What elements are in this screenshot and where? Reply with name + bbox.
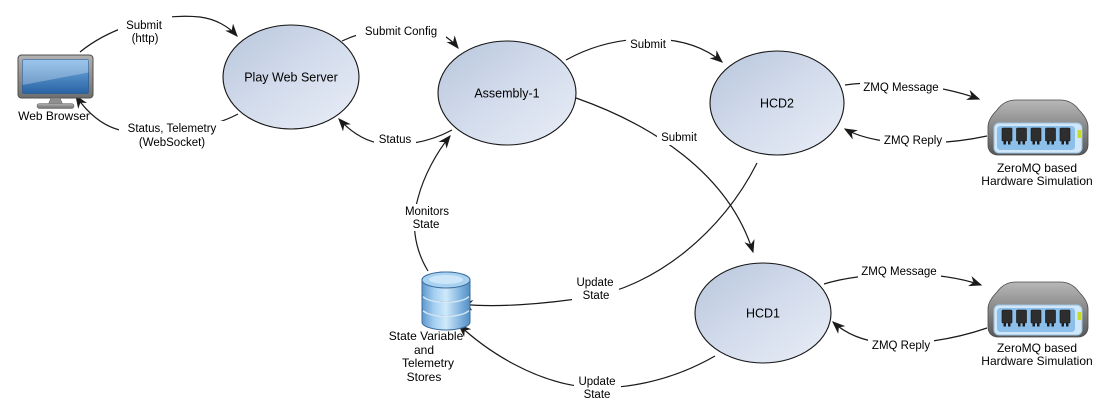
node-assembly-1 (437, 40, 577, 146)
edge-label-status-telemetry-1: Status, Telemetry (128, 123, 217, 135)
edge-label-monitors-state-1: Monitors (405, 206, 449, 218)
label-state-store-2: and (414, 343, 434, 357)
database-icon (421, 271, 471, 331)
database-highlight-1 (422, 295, 470, 304)
node-labels: Play Web Server Assembly-1 HCD2 HCD1 Web… (18, 70, 1093, 384)
database-highlight-2 (422, 309, 470, 318)
monitor-stand (48, 97, 63, 105)
label-hcd1: HCD1 (746, 306, 780, 320)
monitor-screen-gloss (22, 59, 89, 85)
edge-monitors-state (413, 134, 451, 272)
edge-label-update-state-hcd2-2: State (583, 290, 610, 302)
database-top-gloss (429, 275, 463, 284)
edge-label-status-telemetry-2: (WebSocket) (139, 137, 205, 149)
label-zeromq-top-1: ZeroMQ based (997, 161, 1077, 175)
label-state-store-1: State Variable (389, 329, 464, 343)
label-zeromq-bottom-1: ZeroMQ based (997, 341, 1077, 355)
node-hcd1 (694, 262, 832, 364)
zeromq-server-icon-top (987, 99, 1089, 156)
edge-submit-hcd1 (575, 97, 755, 254)
label-zeromq-bottom-2: Hardware Simulation (981, 354, 1092, 368)
label-play-web-server: Play Web Server (244, 70, 338, 84)
label-state-store-3: Telemetry (402, 356, 454, 370)
label-hcd2: HCD2 (760, 96, 794, 110)
edge-label-zmq-reply-bottom: ZMQ Reply (872, 340, 930, 352)
node-hcd2 (709, 50, 845, 156)
edge-label-submit-config: Submit Config (365, 26, 437, 38)
node-play-web-server (222, 24, 360, 130)
edge-label-submit-http-2: (http) (132, 33, 159, 45)
edge-label-submit-hcd2: Submit (630, 39, 667, 51)
edge-label-zmq-message-bottom: ZMQ Message (861, 266, 936, 278)
label-zeromq-top-2: Hardware Simulation (981, 174, 1092, 188)
label-state-store-4: Stores (407, 370, 442, 384)
edge-label-submit-http-1: Submit (126, 20, 163, 32)
edge-label-update-state-hcd1-2: State (584, 389, 611, 401)
edge-label-submit-hcd1: Submit (661, 132, 698, 144)
edge-label-update-state-hcd1-1: Update (578, 376, 615, 388)
monitor-base (36, 103, 75, 109)
edge-label-zmq-message-top: ZMQ Message (863, 82, 938, 94)
web-browser-monitor-icon (17, 54, 94, 109)
edge-label-update-state-hcd2-1: Update (576, 277, 613, 289)
zeromq-server-icon-bottom (987, 281, 1089, 338)
label-assembly-1: Assembly-1 (474, 86, 539, 100)
edge-labels: Submit (http) Status, Telemetry (WebSock… (118, 16, 946, 401)
label-web-browser: Web Browser (18, 109, 90, 123)
edge-label-zmq-reply-top: ZMQ Reply (884, 135, 942, 147)
monitor-screen (22, 59, 89, 94)
edge-submit-http (79, 15, 238, 53)
edge-label-monitors-state-2: State (413, 219, 440, 231)
edge-label-status: Status (379, 134, 412, 146)
